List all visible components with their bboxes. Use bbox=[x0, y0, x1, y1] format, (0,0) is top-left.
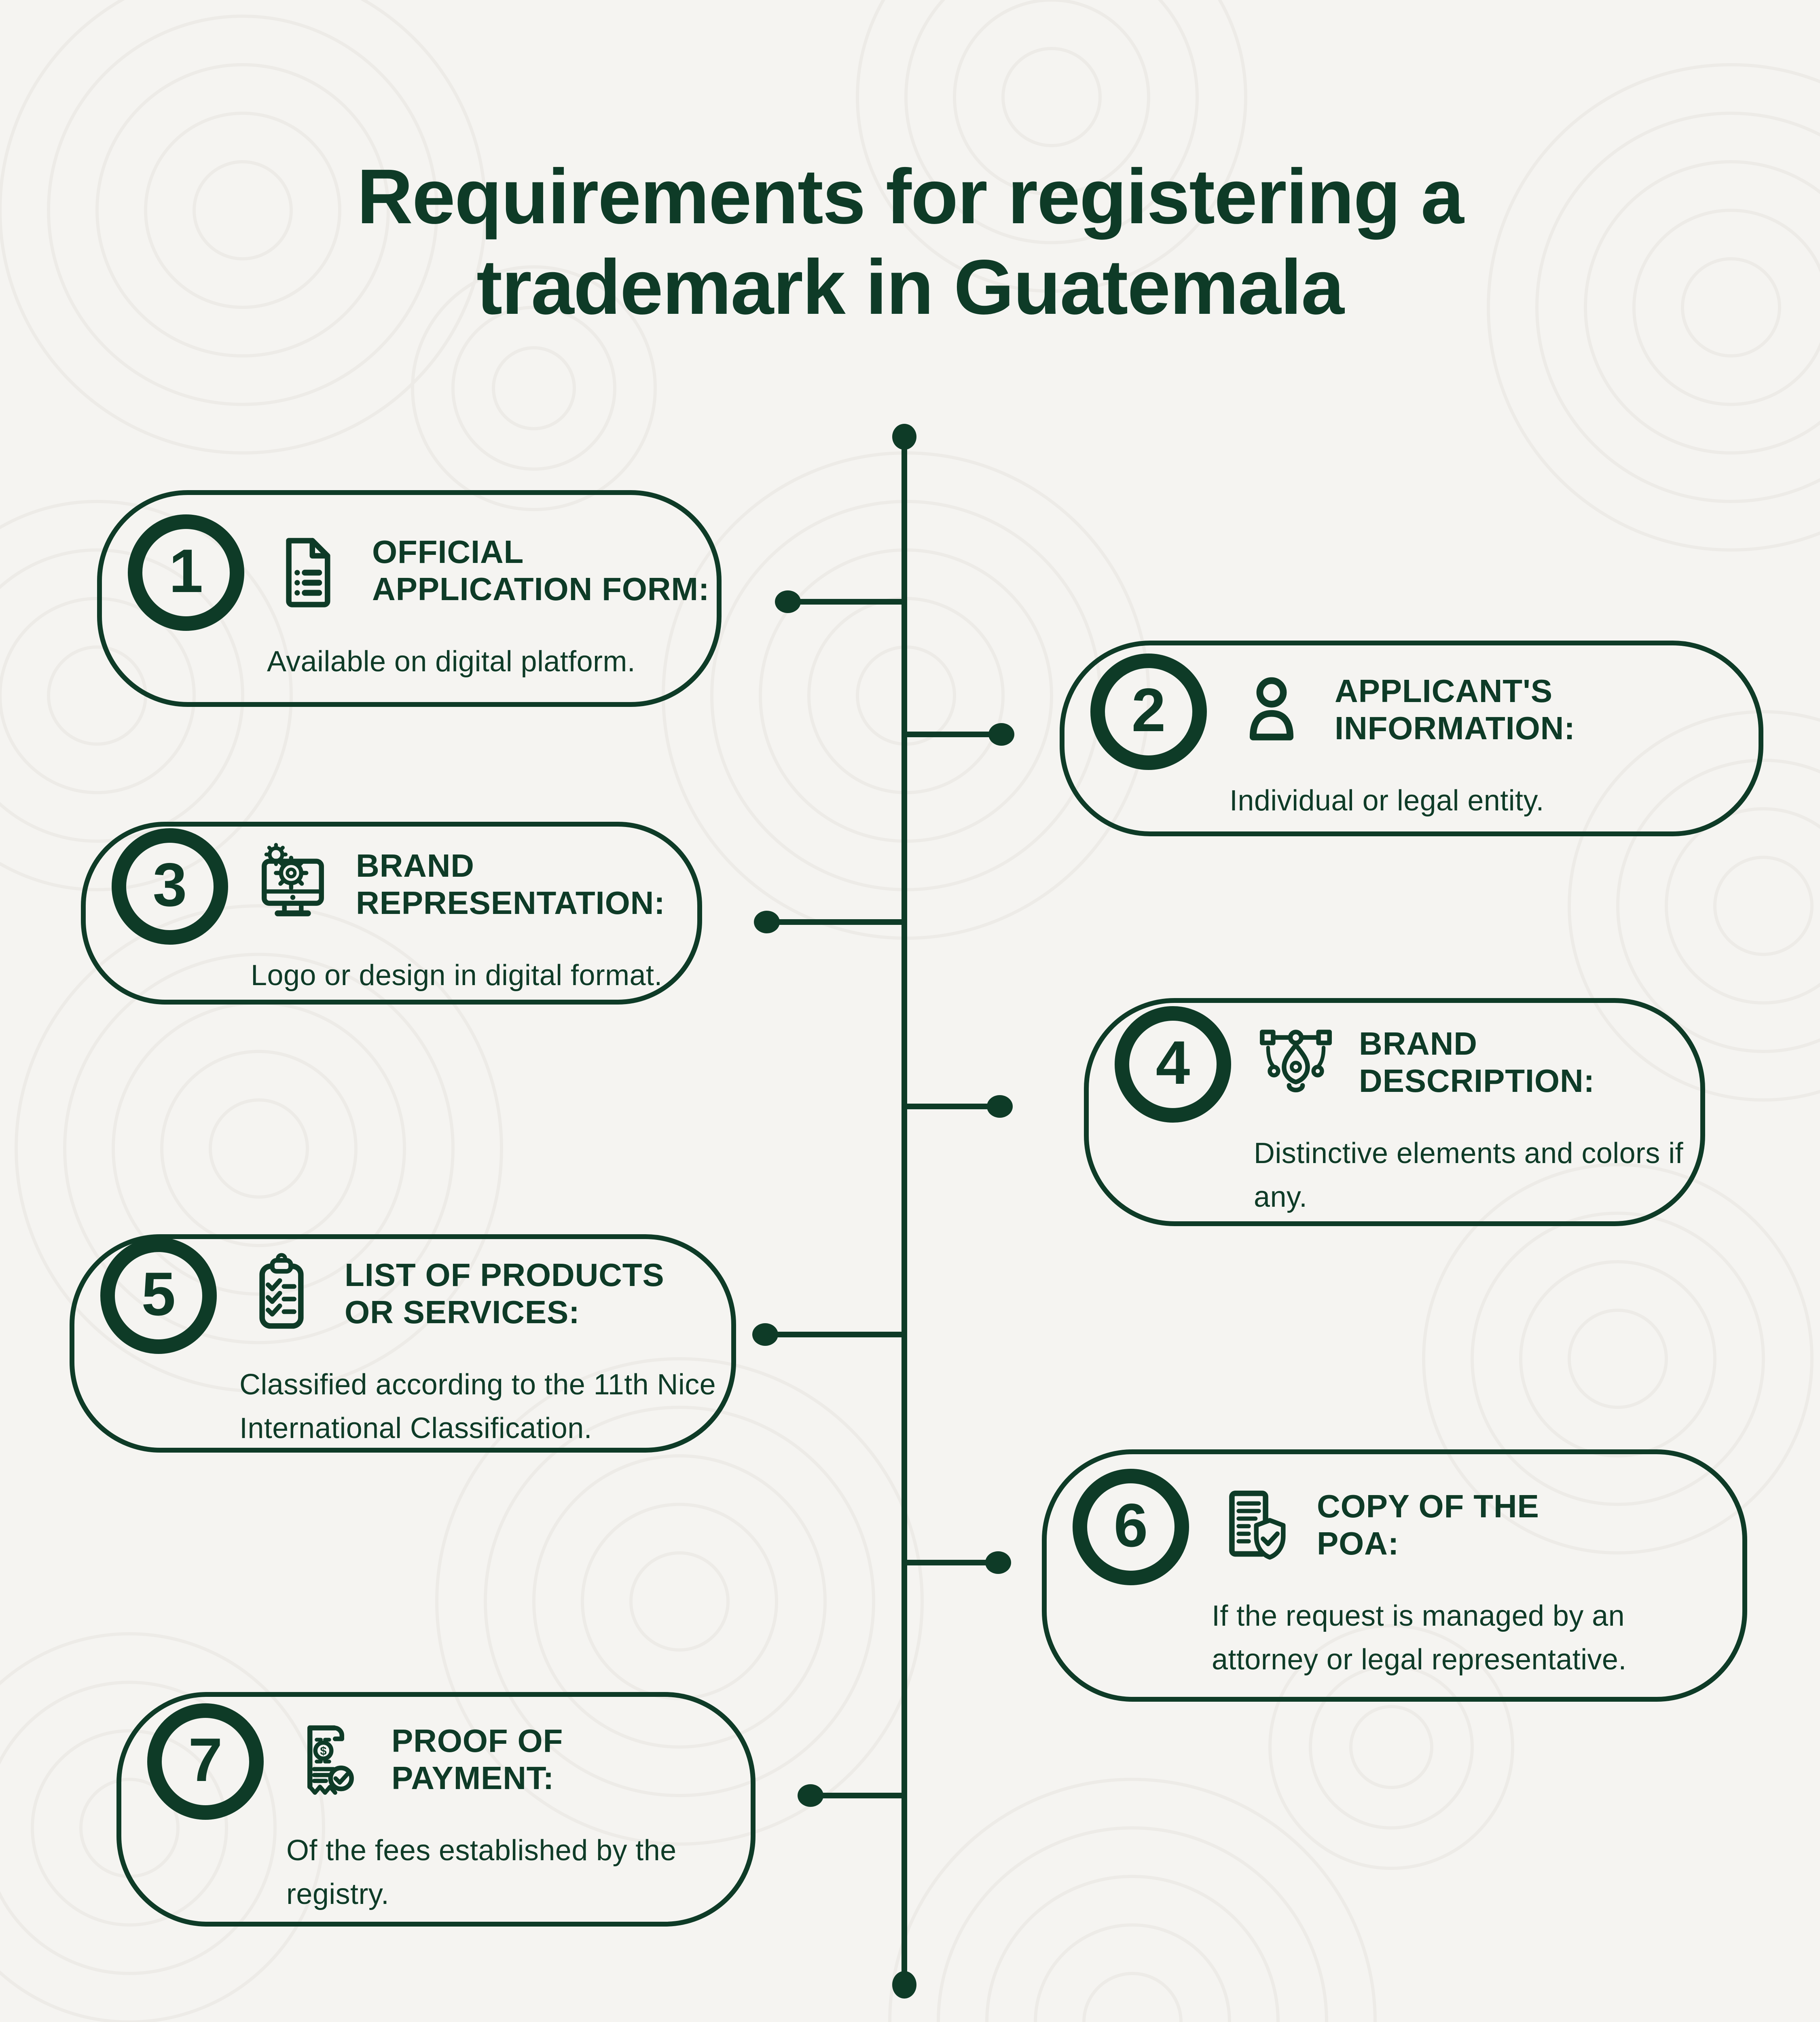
timeline-end-dot bbox=[892, 1971, 916, 1999]
applicant-person-icon bbox=[1230, 666, 1314, 757]
step-number-badge-5: 5 bbox=[100, 1237, 217, 1353]
timeline-branch-dot-7 bbox=[798, 1784, 823, 1807]
step-card-3: 3 bbox=[81, 822, 702, 1005]
step-number-5: 5 bbox=[141, 1261, 176, 1329]
step-card-2: 2 APPLICANT'S INFORMATION: Individual or… bbox=[1060, 641, 1763, 836]
step-heading-4: BRAND DESCRIPTION: bbox=[1359, 1026, 1595, 1099]
step-description-4: Distinctive elements and colors if any. bbox=[1254, 1136, 1684, 1212]
step-heading-1: OFFICIAL APPLICATION FORM: bbox=[372, 535, 710, 607]
timeline-branch-dot-4 bbox=[987, 1095, 1013, 1118]
step-number-4: 4 bbox=[1155, 1030, 1190, 1098]
timeline-branch-dot-2 bbox=[988, 723, 1014, 746]
checklist-clipboard-icon bbox=[239, 1250, 324, 1340]
step-number-7: 7 bbox=[188, 1727, 223, 1795]
step-number-badge-2: 2 bbox=[1090, 654, 1207, 770]
step-description-3: Logo or design in digital format. bbox=[251, 959, 662, 992]
timeline-branch-dot-5 bbox=[752, 1323, 778, 1346]
step-number-2: 2 bbox=[1131, 678, 1166, 746]
step-number-1: 1 bbox=[169, 538, 203, 606]
svg-text:$: $ bbox=[320, 1744, 326, 1757]
step-number-badge-4: 4 bbox=[1115, 1005, 1231, 1122]
page-title-line-1: Requirements for registering a bbox=[357, 155, 1464, 241]
step-description-7: Of the fees established by the registry. bbox=[286, 1834, 677, 1910]
step-number-badge-7: 7 bbox=[147, 1703, 264, 1819]
step-description-1: Available on digital platform. bbox=[267, 645, 636, 677]
step-number-badge-1: 1 bbox=[128, 514, 244, 630]
timeline-branch-dot-3 bbox=[754, 911, 780, 933]
step-heading-7: PROOF OF PAYMENT: bbox=[392, 1724, 563, 1796]
step-number-badge-6: 6 bbox=[1073, 1469, 1189, 1585]
pen-tool-icon bbox=[1254, 1018, 1338, 1109]
step-card-7: 7 $ PROOF OF PAYMENT: bbox=[116, 1692, 756, 1927]
step-number-6: 6 bbox=[1113, 1493, 1148, 1561]
step-card-1: 1 OFFICIAL APPLICATION FORM: Available o… bbox=[97, 490, 722, 707]
step-heading-2: APPLICANT'S INFORMATION: bbox=[1335, 675, 1575, 747]
step-number-3: 3 bbox=[152, 852, 187, 920]
step-heading-6: COPY OF THE POA: bbox=[1317, 1490, 1539, 1563]
payment-receipt-icon: $ bbox=[286, 1715, 370, 1806]
step-heading-5: LIST OF PRODUCTS OR SERVICES: bbox=[345, 1258, 665, 1330]
timeline-start-dot bbox=[892, 424, 916, 450]
timeline-branch-dot-6 bbox=[985, 1551, 1011, 1574]
step-number-badge-3: 3 bbox=[112, 828, 228, 945]
page-title-line-2: trademark in Guatemala bbox=[476, 245, 1344, 331]
step-card-4: 4 BRAND DESCRI bbox=[1084, 998, 1705, 1226]
document-form-icon bbox=[267, 527, 351, 617]
step-card-5: 5 LIST OF PRODUCTS OR SERVICES: bbox=[70, 1234, 736, 1453]
page-title: Requirements for registering a trademark… bbox=[0, 154, 1820, 334]
step-description-2: Individual or legal entity. bbox=[1230, 785, 1544, 817]
step-card-6: 6 COPY OF THE POA: If the request is man… bbox=[1042, 1449, 1747, 1702]
document-shield-icon bbox=[1212, 1482, 1296, 1572]
step-heading-3: BRAND REPRESENTATION: bbox=[356, 849, 665, 922]
step-description-5: Classified according to the 11th Nice In… bbox=[239, 1368, 716, 1444]
step-description-6: If the request is managed by an attorney… bbox=[1212, 1600, 1627, 1676]
timeline-branch-dot-1 bbox=[775, 590, 801, 613]
monitor-gears-icon bbox=[251, 841, 335, 932]
